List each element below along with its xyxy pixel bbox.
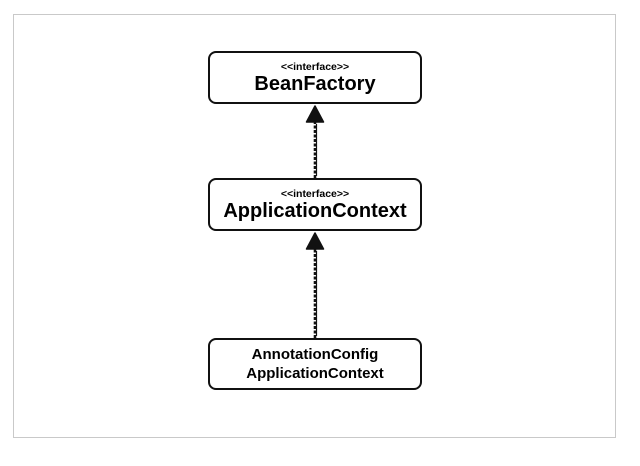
- application-context-stereotype: <<interface>>: [280, 187, 350, 200]
- application-context-name: ApplicationContext: [223, 199, 407, 222]
- annotation-config-application-context-node: AnnotationConfig ApplicationContext: [208, 338, 422, 390]
- bean-factory-stereotype: <<interface>>: [280, 60, 350, 73]
- edge-application-context-to-bean-factory: [305, 105, 325, 178]
- annotation-context-name-line2: ApplicationContext: [246, 365, 384, 382]
- arrowhead-application-context: [305, 232, 325, 250]
- annotation-context-name-line1: AnnotationConfig: [251, 346, 379, 363]
- bean-factory-name: BeanFactory: [254, 72, 376, 95]
- application-context-node: <<interface>> ApplicationContext: [208, 178, 422, 231]
- bean-factory-node: <<interface>> BeanFactory: [208, 51, 422, 104]
- arrowhead-bean-factory: [305, 105, 325, 123]
- edge-annotation-context-to-application-context: [305, 232, 325, 338]
